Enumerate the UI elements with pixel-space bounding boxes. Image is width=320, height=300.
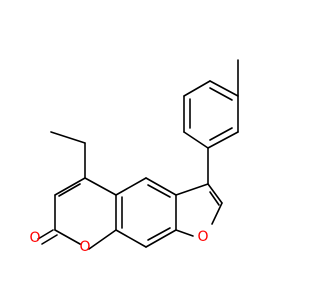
bond xyxy=(209,87,233,101)
bond xyxy=(58,183,81,197)
bond xyxy=(147,227,171,241)
bond xyxy=(115,229,147,248)
furan-oxygen-label: O xyxy=(197,229,208,245)
bond xyxy=(175,183,209,196)
bond xyxy=(207,183,223,204)
bond xyxy=(209,191,220,206)
bond xyxy=(209,80,239,97)
bond xyxy=(145,177,177,196)
bond xyxy=(84,177,117,196)
bond xyxy=(145,229,177,248)
bond-lines xyxy=(37,59,239,250)
carbonyl-oxygen-label: O xyxy=(29,230,40,246)
ring-oxygen-label: O xyxy=(79,239,90,255)
bond xyxy=(207,131,239,149)
bond xyxy=(88,229,117,250)
bond xyxy=(211,202,223,225)
bond xyxy=(115,177,147,196)
bond xyxy=(54,177,86,196)
molecule-canvas: O O O xyxy=(29,59,239,255)
bond xyxy=(183,131,209,149)
bond xyxy=(209,127,233,141)
molecule-structure: O O O xyxy=(29,59,239,255)
bond xyxy=(147,184,171,198)
atom-labels: O O O xyxy=(29,229,208,255)
bond xyxy=(183,80,211,97)
bond xyxy=(54,229,81,245)
bond xyxy=(50,131,86,144)
bond xyxy=(175,229,194,237)
bond xyxy=(41,234,58,245)
bond xyxy=(37,229,54,240)
